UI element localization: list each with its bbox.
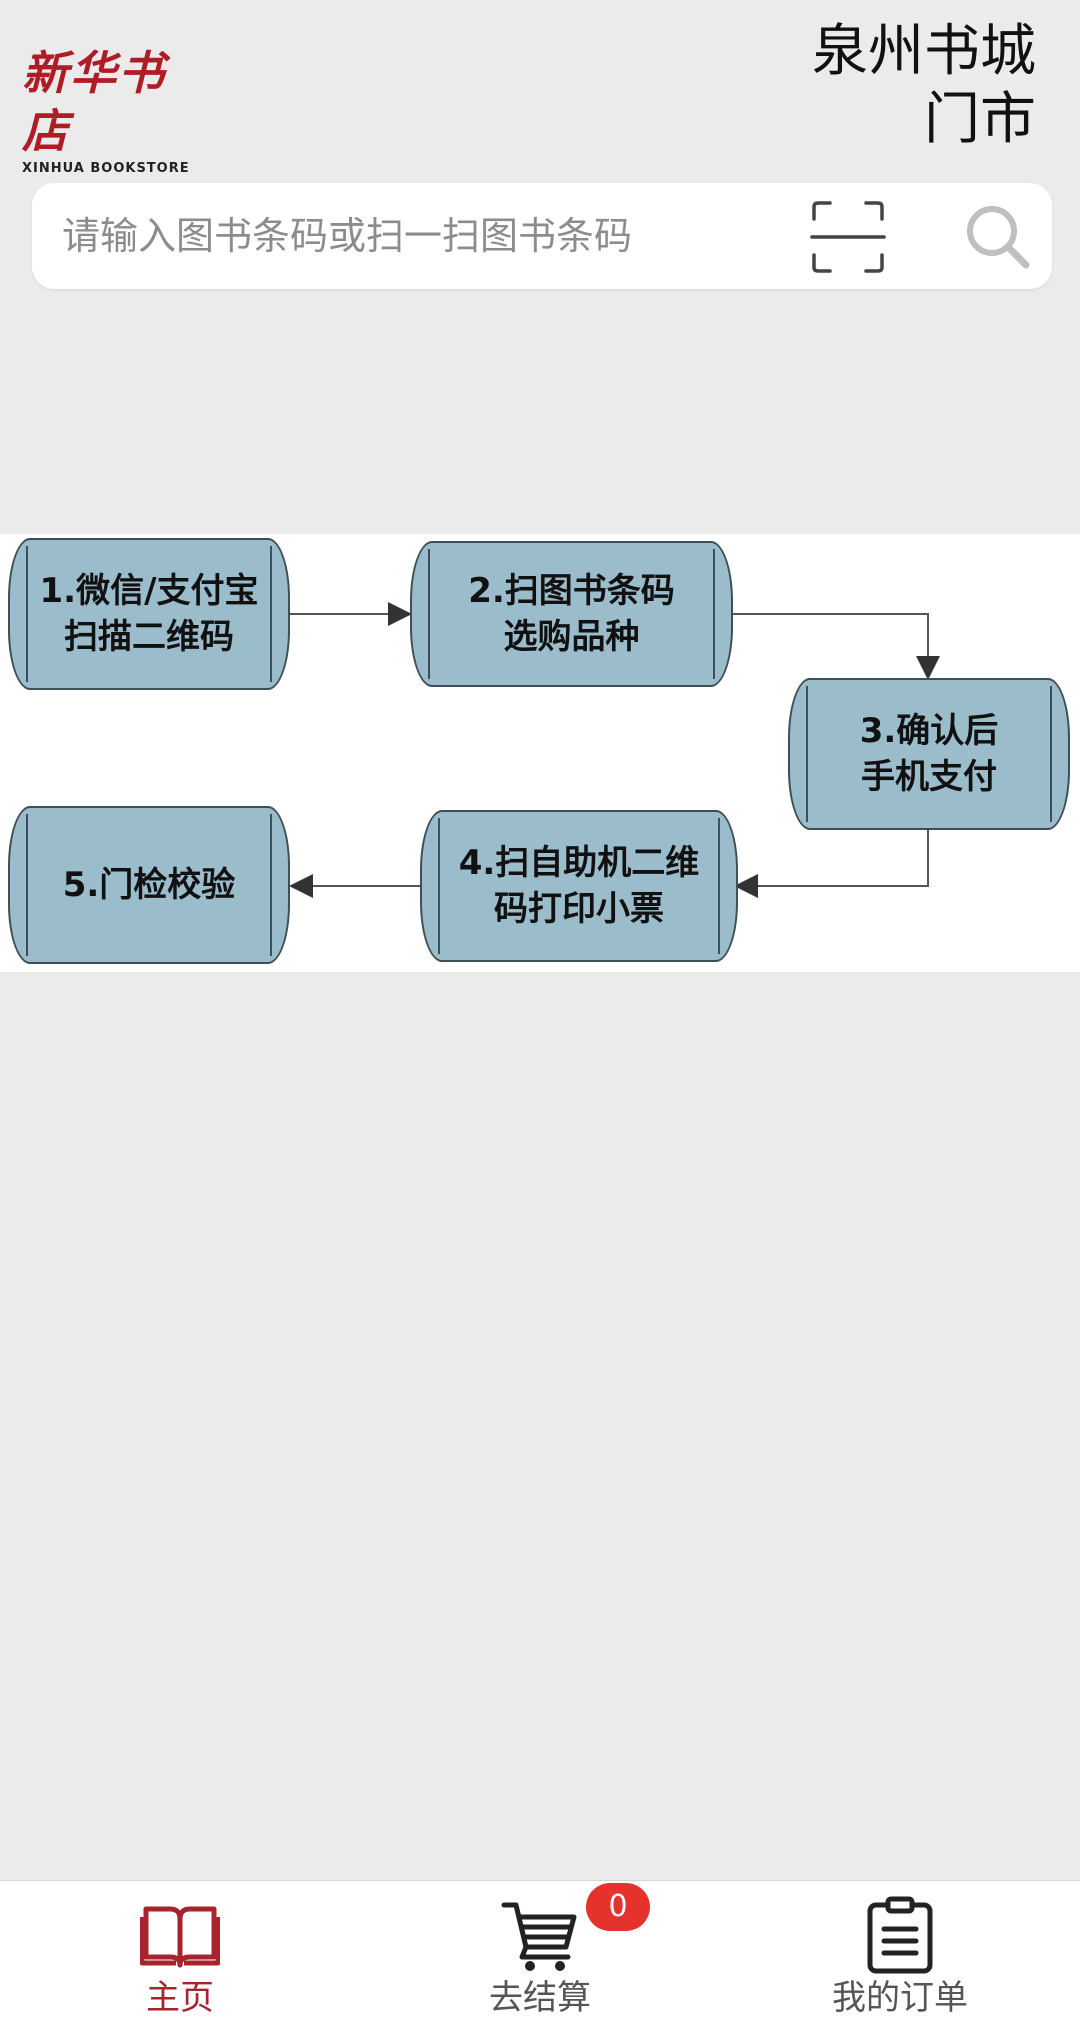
scan-icon[interactable] bbox=[808, 197, 888, 277]
store-name-line1: 泉州书城 bbox=[812, 19, 1036, 84]
cart-count-badge: 0 bbox=[586, 1883, 650, 1931]
flow-step-2: 2.扫图书条码 选购品种 bbox=[410, 541, 733, 687]
search-bar bbox=[32, 183, 1052, 289]
cart-icon bbox=[501, 1902, 577, 1971]
arrow-step2-to-step3 bbox=[733, 613, 940, 680]
flow-connectors bbox=[289, 602, 940, 898]
store-name: 泉州书城 门市 bbox=[736, 18, 1036, 154]
header: 新华书店 XINHUA BOOKSTORE 泉州书城 门市 bbox=[0, 0, 1080, 176]
nav-label-my-orders: 我的订单 bbox=[832, 1978, 968, 2018]
nav-item-my-orders[interactable]: 我的订单 bbox=[720, 1881, 1080, 2022]
flow-step-1-label: 1.微信/支付宝 扫描二维码 bbox=[39, 571, 259, 657]
nav-item-checkout[interactable]: 0 去结算 bbox=[360, 1881, 720, 2022]
store-name-line2: 门市 bbox=[924, 87, 1036, 152]
flow-step-1: 1.微信/支付宝 扫描二维码 bbox=[8, 538, 290, 690]
clipboard-icon bbox=[867, 1896, 933, 1974]
search-icon[interactable] bbox=[960, 199, 1034, 273]
arrow-step3-to-step4 bbox=[734, 830, 929, 898]
flow-step-4: 4.扫自助机二维 码打印小票 bbox=[420, 810, 738, 962]
bottom-nav: 主页 0 去结算 我的订单 bbox=[0, 1880, 1080, 2022]
flow-step-4-label: 4.扫自助机二维 码打印小票 bbox=[458, 843, 700, 929]
book-icon bbox=[140, 1906, 220, 1968]
xinhua-logo[interactable]: 新华书店 XINHUA BOOKSTORE bbox=[22, 44, 212, 176]
search-input[interactable] bbox=[62, 183, 782, 289]
logo-english-text: XINHUA BOOKSTORE bbox=[22, 161, 190, 176]
logo-chinese-text: 新华书店 bbox=[22, 46, 166, 158]
nav-label-home: 主页 bbox=[146, 1978, 214, 2018]
flow-step-5-label: 5.门检校验 bbox=[62, 865, 236, 905]
flow-step-2-label: 2.扫图书条码 选购品种 bbox=[468, 571, 675, 657]
flow-step-3: 3.确认后 手机支付 bbox=[788, 678, 1070, 830]
nav-item-home[interactable]: 主页 bbox=[0, 1881, 360, 2022]
nav-label-checkout: 去结算 bbox=[489, 1978, 591, 2018]
flow-step-5: 5.门检校验 bbox=[8, 806, 290, 964]
purchase-flow-diagram: 1.微信/支付宝 扫描二维码 2.扫图书条码 选购品种 3.确认后 手机支付 4… bbox=[0, 534, 1080, 972]
flow-step-3-label: 3.确认后 手机支付 bbox=[859, 711, 999, 797]
